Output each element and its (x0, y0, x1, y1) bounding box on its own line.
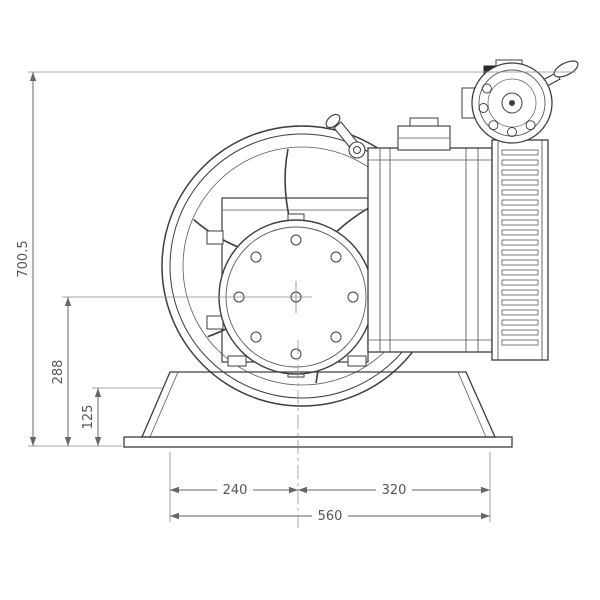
dimension-sheave-center-height: 288 (51, 296, 280, 446)
cover-bolt-holes (233, 234, 359, 360)
dimension-label-overall-height: 700.5 (16, 240, 31, 277)
support-pad-left (227, 355, 247, 367)
brake-assembly (461, 59, 579, 144)
dimension-left-span: 240 (170, 481, 298, 498)
dimension-right-span: 320 (298, 481, 490, 498)
clamp-block-lower (206, 315, 224, 330)
motor-housing (367, 117, 493, 353)
fins (501, 149, 539, 346)
label-mask (376, 481, 412, 498)
brake-bolt-holes (478, 83, 536, 137)
release-lever-pivot (348, 141, 366, 159)
label-mask (312, 507, 348, 524)
terminal-box (397, 117, 451, 151)
dimension-label-base-height: 125 (81, 405, 96, 430)
machine-outline (123, 59, 579, 528)
bedplate (123, 371, 513, 448)
brake-housing-inner (478, 69, 546, 137)
brake-center-dot (509, 100, 515, 106)
brake-lever-grip (553, 60, 579, 78)
dimension-label-left-span: 240 (223, 483, 248, 498)
sheave-cover (218, 213, 374, 378)
cooling-fin-stack (491, 139, 549, 361)
dimension-total-width: 560 (170, 507, 490, 524)
bedplate-base-rail (123, 436, 513, 448)
dimension-label-right-span: 320 (382, 483, 407, 498)
dimension-label-sheave-center-height: 288 (51, 360, 66, 385)
dimension-base-height: 125 (81, 387, 162, 446)
dimension-overall-height: 700.5 (16, 72, 37, 446)
label-mask (217, 481, 253, 498)
dimensions: 700.5 288 125 240 320 (16, 71, 576, 524)
brake-hub (501, 92, 523, 114)
release-lever (325, 113, 366, 159)
clamp-block-upper (206, 230, 224, 245)
dimension-label-total-width: 560 (318, 509, 343, 524)
release-lever-grip (325, 113, 341, 129)
support-pad-right (347, 355, 367, 367)
